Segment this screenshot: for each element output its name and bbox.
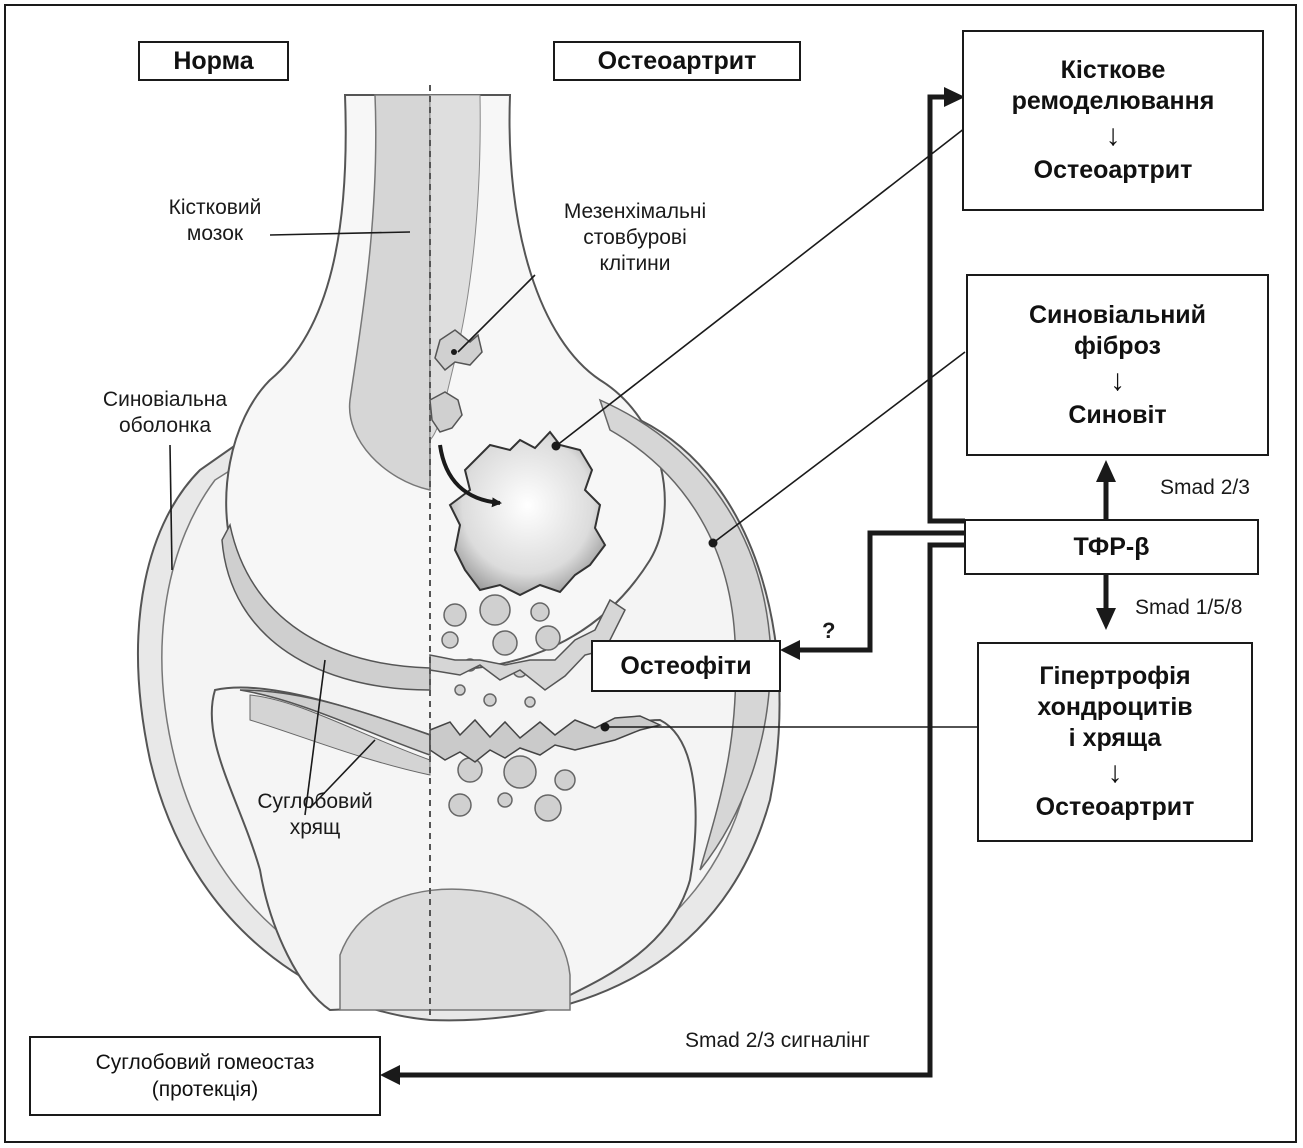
box-tgf-beta: ТФР-β [964,519,1259,575]
bone-remodeling-result: Остеоартрит [1034,155,1193,186]
label-msc-line3: клітини [530,251,740,277]
label-smad158: Smad 1/5/8 [1135,595,1242,621]
label-smad23: Smad 2/3 [1160,475,1250,501]
bone-remodeling-line1: Кісткове [1061,55,1166,86]
synovial-line1: Синовіальний [1029,300,1206,331]
box-joint-homeostasis: Суглобовий гомеостаз (протекція) [29,1036,381,1116]
label-synovial-line2: оболонка [80,413,250,439]
homeostasis-line1: Суглобовий гомеостаз [96,1049,315,1076]
header-oa: Остеоартрит [553,41,801,81]
header-oa-text: Остеоартрит [598,47,757,76]
label-cartilage-line1: Суглобовий [230,789,400,815]
down-arrow-icon: ↓ [1108,754,1123,792]
box-osteophytes: Остеофіти [591,640,781,692]
box-chondrocyte-hypertrophy: Гіпертрофія хондроцитів і хряща ↓ Остеоа… [977,642,1253,842]
label-cartilage: Суглобовий хрящ [230,789,400,841]
synovial-line2: фіброз [1074,331,1161,362]
header-normal: Норма [138,41,289,81]
down-arrow-icon: ↓ [1110,362,1125,400]
label-bone-marrow-line2: мозок [150,221,280,247]
label-smad23-signaling: Smad 2/3 сигналінг [685,1028,870,1054]
chondro-line1: Гіпертрофія [1039,661,1190,692]
osteophytes-text: Остеофіти [620,651,751,682]
chondro-line2: хондроцитів [1037,692,1192,723]
label-bone-marrow-line1: Кістковий [150,195,280,221]
label-bone-marrow: Кістковий мозок [150,195,280,247]
down-arrow-icon: ↓ [1106,117,1121,155]
box-synovial-fibrosis: Синовіальний фіброз ↓ Синовіт [966,274,1269,456]
bone-remodeling-line2: ремоделювання [1012,86,1215,117]
chondro-line3: і хряща [1069,723,1162,754]
label-synovial-membrane: Синовіальна оболонка [80,387,250,439]
chondro-result: Остеоартрит [1036,792,1195,823]
label-msc: Мезенхімальні стовбурові клітини [530,199,740,277]
label-msc-line1: Мезенхімальні [530,199,740,225]
label-msc-line2: стовбурові [530,225,740,251]
homeostasis-line2: (протекція) [152,1076,259,1103]
label-cartilage-line2: хрящ [230,815,400,841]
label-synovial-line1: Синовіальна [80,387,250,413]
header-normal-text: Норма [173,47,253,76]
box-bone-remodeling: Кісткове ремоделювання ↓ Остеоартрит [962,30,1264,211]
tgf-beta-text: ТФР-β [1074,532,1150,563]
label-question: ? [822,618,835,644]
synovial-result: Синовіт [1068,400,1166,431]
